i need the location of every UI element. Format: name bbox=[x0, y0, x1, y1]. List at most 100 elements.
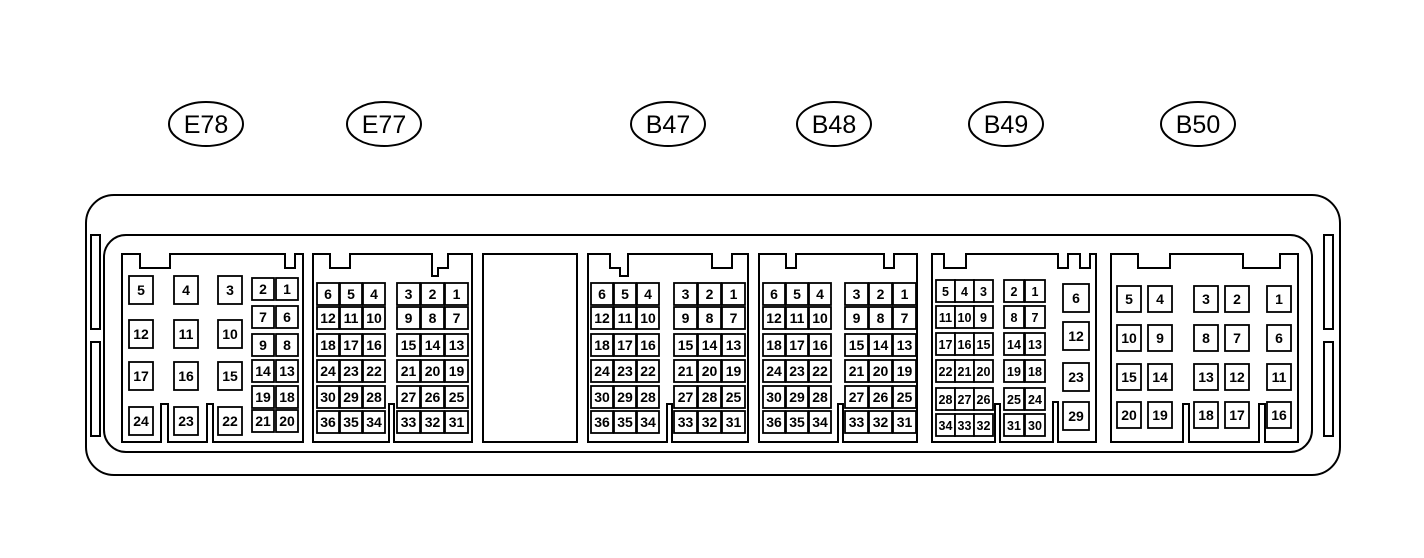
pin-label: 20 bbox=[279, 413, 295, 429]
pin-b48-27: 27 bbox=[844, 385, 869, 409]
pin-label: 1 bbox=[730, 286, 738, 302]
pin-label: 31 bbox=[449, 414, 465, 430]
pin-label: 33 bbox=[849, 414, 865, 430]
pin-b48-4: 4 bbox=[808, 282, 832, 306]
pin-label: 29 bbox=[1068, 408, 1084, 424]
pin-label: 22 bbox=[366, 363, 382, 379]
pin-b50-11: 11 bbox=[1266, 363, 1292, 391]
pin-e77-22: 22 bbox=[362, 359, 386, 383]
pin-label: 34 bbox=[366, 414, 382, 430]
body-b49 bbox=[931, 253, 1097, 443]
pin-label: 16 bbox=[812, 337, 828, 353]
pin-b49-4: 4 bbox=[954, 279, 975, 303]
pin-e78-18: 18 bbox=[275, 385, 299, 409]
pin-label: 13 bbox=[726, 337, 742, 353]
pin-b49-26: 26 bbox=[973, 387, 994, 411]
pin-label: 13 bbox=[897, 337, 913, 353]
pin-e77-13: 13 bbox=[444, 333, 469, 357]
pin-b47-24: 24 bbox=[590, 359, 614, 383]
pin-label: 15 bbox=[678, 337, 694, 353]
pin-label: 23 bbox=[343, 363, 359, 379]
pin-label: 17 bbox=[133, 368, 149, 384]
pin-e78-14: 14 bbox=[251, 359, 275, 383]
pin-b48-25: 25 bbox=[892, 385, 917, 409]
pin-b50-13: 13 bbox=[1193, 363, 1219, 391]
pin-label: 10 bbox=[958, 311, 972, 325]
pin-label: 15 bbox=[1121, 369, 1137, 385]
center-blank-panel bbox=[482, 253, 578, 443]
pin-e78-3: 3 bbox=[217, 275, 243, 305]
pin-b48-17: 17 bbox=[785, 333, 809, 357]
pin-label: 17 bbox=[939, 338, 953, 352]
pin-label: 14 bbox=[702, 337, 718, 353]
pin-b49-14: 14 bbox=[1003, 332, 1025, 356]
pin-b50-20: 20 bbox=[1116, 401, 1142, 429]
pin-label: 23 bbox=[1068, 369, 1084, 385]
pin-b47-36: 36 bbox=[590, 410, 614, 434]
pin-label: 8 bbox=[706, 310, 714, 326]
pin-label: 15 bbox=[401, 337, 417, 353]
pin-label: 35 bbox=[789, 414, 805, 430]
pin-label: 28 bbox=[812, 389, 828, 405]
pin-label: 18 bbox=[320, 337, 336, 353]
pin-label: 5 bbox=[942, 285, 949, 299]
pin-label: 2 bbox=[1233, 291, 1241, 307]
pin-label: 27 bbox=[958, 393, 972, 407]
pin-label: 18 bbox=[1198, 407, 1214, 423]
pin-label: 16 bbox=[1271, 407, 1287, 423]
pin-e77-20: 20 bbox=[420, 359, 445, 383]
pin-b47-5: 5 bbox=[613, 282, 637, 306]
pin-b49-15: 15 bbox=[973, 332, 994, 356]
pin-label: 8 bbox=[429, 310, 437, 326]
pin-b50-12: 12 bbox=[1224, 363, 1250, 391]
pin-e77-3: 3 bbox=[396, 282, 421, 306]
svg-text:B48: B48 bbox=[812, 111, 856, 139]
pin-label: 26 bbox=[425, 389, 441, 405]
pin-b49-21: 21 bbox=[954, 359, 975, 383]
pin-b48-32: 32 bbox=[868, 410, 893, 434]
pin-b50-8: 8 bbox=[1193, 324, 1219, 352]
pin-label: 29 bbox=[617, 389, 633, 405]
pin-label: 1 bbox=[283, 281, 291, 297]
pin-label: 32 bbox=[977, 419, 991, 433]
pin-label: 9 bbox=[980, 311, 987, 325]
pin-label: 5 bbox=[137, 282, 145, 298]
label-e77: E77 bbox=[346, 101, 422, 147]
pin-b48-31: 31 bbox=[892, 410, 917, 434]
pin-b50-17: 17 bbox=[1224, 401, 1250, 429]
pin-b50-9: 9 bbox=[1147, 324, 1173, 352]
pin-label: 9 bbox=[259, 337, 267, 353]
body-b47 bbox=[587, 253, 749, 443]
pin-label: 27 bbox=[849, 389, 865, 405]
pin-b49-1: 1 bbox=[1024, 279, 1046, 303]
pin-b47-13: 13 bbox=[721, 333, 746, 357]
pin-label: 30 bbox=[594, 389, 610, 405]
pin-e78-15: 15 bbox=[217, 361, 243, 391]
pin-label: 3 bbox=[405, 286, 413, 302]
pin-label: 27 bbox=[401, 389, 417, 405]
pin-label: 23 bbox=[617, 363, 633, 379]
pin-b47-11: 11 bbox=[613, 306, 637, 330]
pin-label: 22 bbox=[222, 413, 238, 429]
pin-label: 3 bbox=[682, 286, 690, 302]
pin-b50-16: 16 bbox=[1266, 401, 1292, 429]
pin-label: 20 bbox=[702, 363, 718, 379]
pin-e77-8: 8 bbox=[420, 306, 445, 330]
pin-b50-4: 4 bbox=[1147, 285, 1173, 313]
pin-label: 5 bbox=[793, 286, 801, 302]
pin-b47-17: 17 bbox=[613, 333, 637, 357]
pin-label: 21 bbox=[678, 363, 694, 379]
pin-b48-35: 35 bbox=[785, 410, 809, 434]
pin-label: 26 bbox=[873, 389, 889, 405]
pin-b49-12: 12 bbox=[1062, 321, 1090, 351]
pin-b49-25: 25 bbox=[1003, 387, 1025, 411]
pin-label: 19 bbox=[897, 363, 913, 379]
pin-label: 5 bbox=[347, 286, 355, 302]
pin-label: 36 bbox=[766, 414, 782, 430]
pin-label: 6 bbox=[283, 309, 291, 325]
pin-label: 7 bbox=[259, 309, 267, 325]
pin-e78-4: 4 bbox=[173, 275, 199, 305]
pin-label: 12 bbox=[1229, 369, 1245, 385]
pin-b49-6: 6 bbox=[1062, 283, 1090, 313]
